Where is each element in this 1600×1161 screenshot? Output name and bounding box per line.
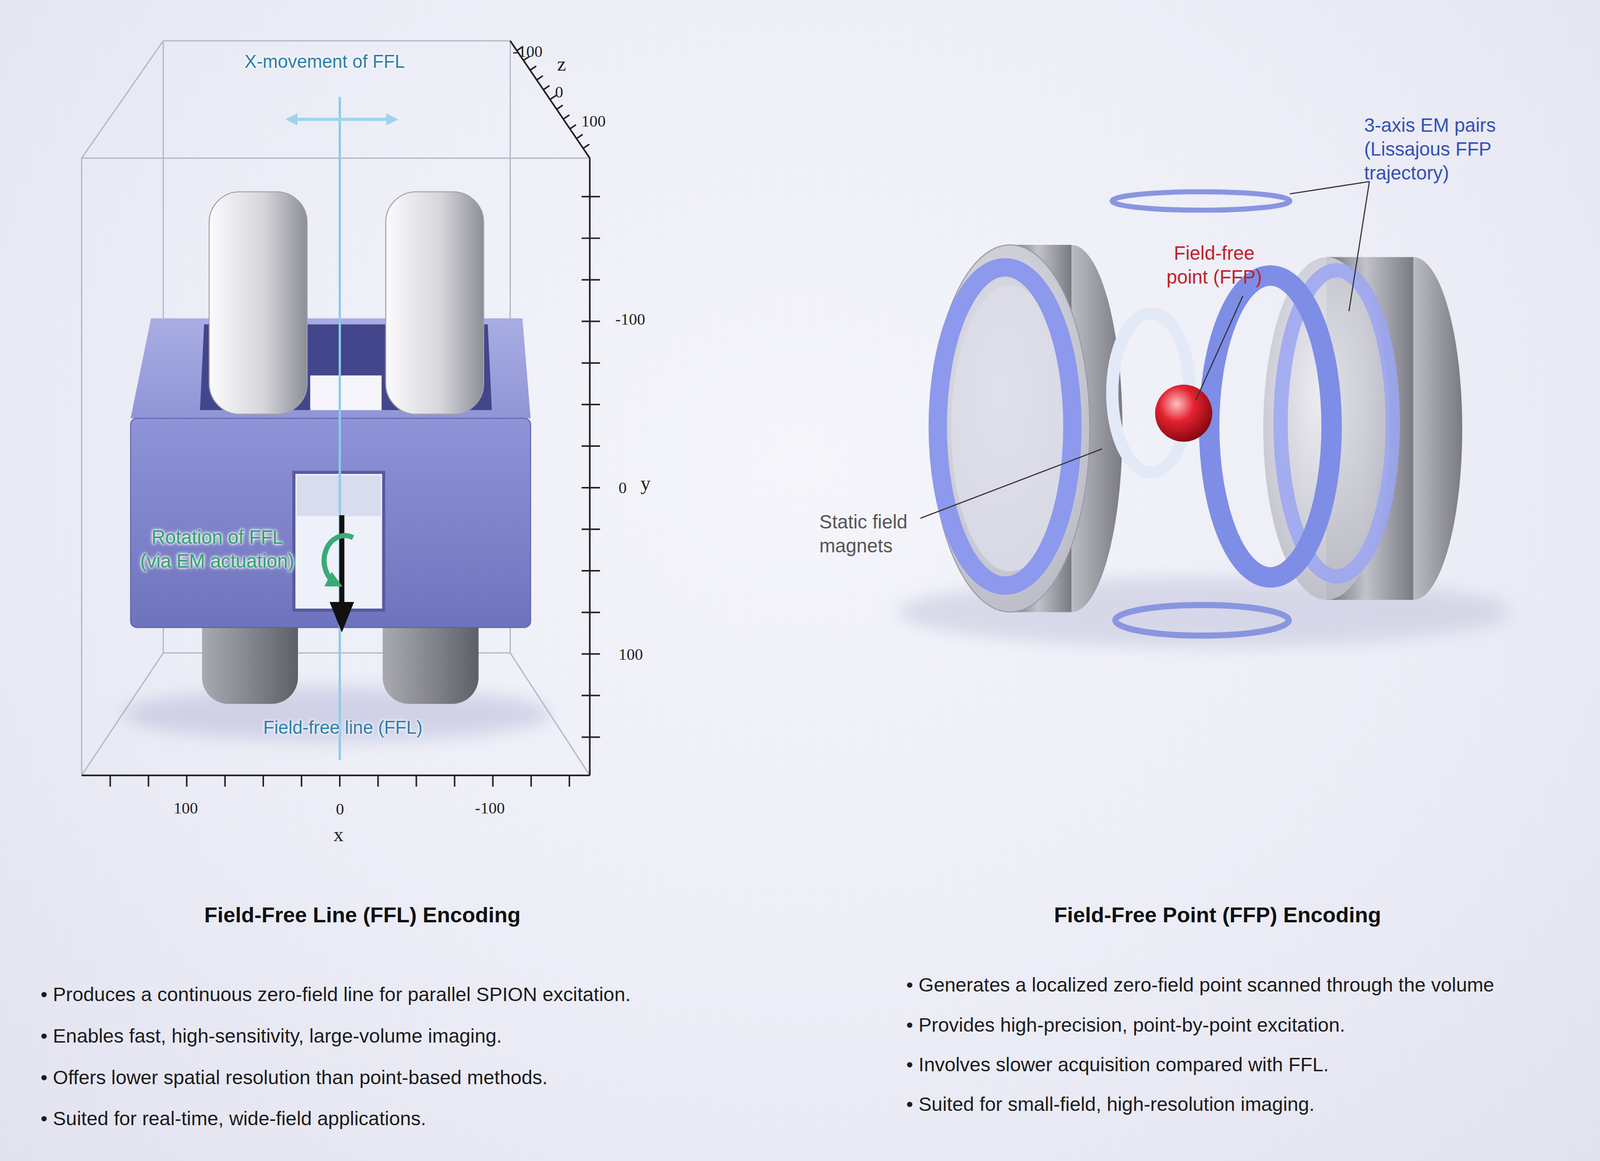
em-coil [1115, 604, 1289, 636]
point-label: Field-free point (FFP) [1163, 241, 1266, 289]
bullet-point: • Suited for real-time, wide-field appli… [40, 1106, 426, 1132]
magnet-label: Static field magnets [819, 509, 915, 558]
upper-coil [209, 191, 308, 415]
axis-name: y [640, 470, 651, 497]
axis-tick-label: -100 [475, 798, 505, 819]
bullet-point: • Offers lower spatial resolution than p… [40, 1065, 548, 1091]
field-free-line [338, 96, 341, 761]
axis-tick-label: 0 [618, 477, 627, 499]
axis-name: z [557, 51, 567, 77]
em-coil [1112, 191, 1290, 211]
magnet-face [930, 244, 1090, 613]
axis-tick-label: 100 [173, 798, 199, 819]
panel-title: Field-Free Point (FFP) Encoding [1054, 901, 1382, 929]
yoke-gap [310, 375, 382, 411]
axis-tick-label: 0 [336, 799, 345, 820]
axis-tick-label: 0 [555, 82, 564, 103]
axis-ticks [110, 46, 601, 787]
yoke-front [130, 418, 531, 628]
bullet-point: • Produces a continuous zero-field line … [40, 982, 631, 1007]
ffp-scanner [898, 181, 1511, 647]
axis-tick-label: 100 [618, 644, 644, 666]
leader-line [920, 181, 1370, 519]
direction-arrowhead [329, 602, 354, 633]
floor-shadow [122, 687, 551, 741]
direction-arrow [339, 515, 345, 608]
line-label: Field-free line (FFL) [263, 716, 423, 740]
bullet-point: • Involves slower acquisition compared w… [906, 1052, 1329, 1078]
rotation-label: Rotation of FFL (via EM actuation) [137, 525, 298, 573]
translation-arrow [287, 117, 397, 121]
axis-name: x [333, 822, 344, 848]
bullet-point: • Provides high-precision, point-by-poin… [906, 1013, 1346, 1038]
upper-coil [385, 191, 484, 415]
em-coil [1208, 275, 1332, 578]
axis-tick-label: -100 [512, 41, 543, 63]
panel-title: Field-Free Line (FFL) Encoding [204, 901, 521, 929]
field-free-point [1154, 384, 1213, 443]
axis-tick-label: -100 [615, 309, 646, 330]
motion-label: X-movement of FFL [244, 50, 405, 74]
bullet-point: • Enables fast, high-sensitivity, large-… [40, 1024, 502, 1049]
axis-lines [81, 40, 590, 776]
bullet-point: • Generates a localized zero-field point… [906, 973, 1495, 998]
axis-tick-label: 100 [581, 111, 606, 132]
coil-label: 3-axis EM pairs (Lissajous FFP trajector… [1364, 113, 1508, 185]
ffl-scanner [81, 40, 601, 787]
em-coil [937, 267, 1073, 586]
rotation-arrow [324, 535, 354, 584]
bullet-point: • Suited for small-field, high-resolutio… [906, 1092, 1315, 1117]
wireframe-box [81, 40, 590, 776]
